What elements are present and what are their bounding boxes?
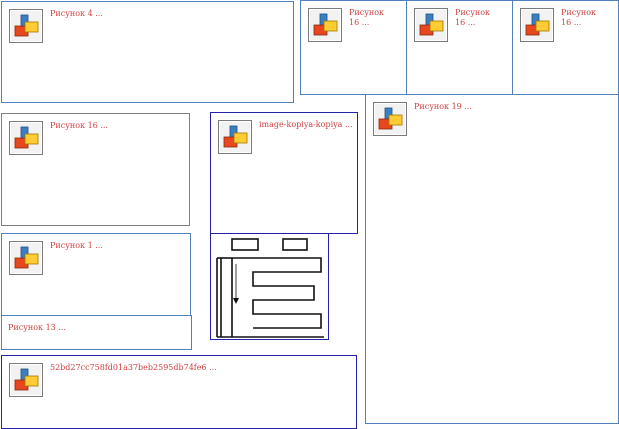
image-placeholder[interactable]: Рисунок 1 ... xyxy=(1,233,191,316)
image-caption: Рисунок 16 ... xyxy=(50,121,108,130)
image-placeholder[interactable]: Рисунок 13 ... xyxy=(1,315,192,350)
image-placeholder[interactable]: 52bd27cc758fd01a37beb2595db74fe6 ... xyxy=(1,355,357,429)
image-placeholder[interactable]: Рисунок 16 ... xyxy=(300,0,407,95)
image-placeholder[interactable]: image-kopiya-kopiya ... xyxy=(210,112,358,234)
broken-image-icon xyxy=(308,8,342,42)
broken-image-icon xyxy=(9,121,43,155)
image-placeholder[interactable]: Рисунок 4 ... xyxy=(1,1,294,103)
broken-image-icon xyxy=(373,102,407,136)
broken-image-icon xyxy=(520,8,554,42)
broken-image-icon xyxy=(414,8,448,42)
sketch-figure xyxy=(210,233,329,340)
broken-image-icon xyxy=(218,120,252,154)
image-caption: Рисунок 4 ... xyxy=(50,9,103,18)
image-placeholder[interactable]: Рисунок 16 ... xyxy=(1,113,190,226)
image-caption: 52bd27cc758fd01a37beb2595db74fe6 ... xyxy=(50,363,217,372)
image-caption: image-kopiya-kopiya ... xyxy=(259,120,353,129)
image-placeholder[interactable]: Рисунок 16 ... xyxy=(512,0,619,95)
sketch-drawing xyxy=(216,238,324,338)
image-caption: Рисунок 13 ... xyxy=(8,323,66,332)
broken-image-icon xyxy=(9,9,43,43)
image-caption: Рисунок 16 ... xyxy=(561,8,597,27)
broken-image-icon xyxy=(9,241,43,275)
image-placeholder[interactable]: Рисунок 16 ... xyxy=(406,0,513,95)
image-placeholder[interactable]: Рисунок 19 ... xyxy=(365,94,619,424)
image-caption: Рисунок 19 ... xyxy=(414,102,472,111)
image-caption: Рисунок 1 ... xyxy=(50,241,103,250)
broken-image-icon xyxy=(9,363,43,397)
image-caption: Рисунок 16 ... xyxy=(455,8,491,27)
image-caption: Рисунок 16 ... xyxy=(349,8,385,27)
